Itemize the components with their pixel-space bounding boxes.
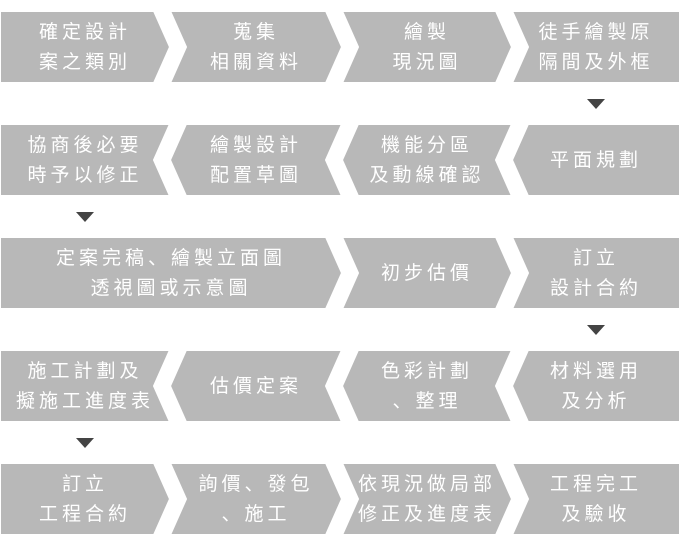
chevron-shape — [170, 11, 342, 83]
chevron-fill — [342, 237, 512, 309]
chevron-fill — [170, 350, 342, 422]
chevron-shape — [512, 124, 680, 196]
chevron-fill — [170, 11, 342, 83]
chevron-fill — [342, 463, 512, 535]
step-determine-design-category: 確定設計 案之類別 — [0, 11, 170, 83]
chevron-shape — [342, 11, 512, 83]
chevron-fill — [0, 463, 170, 535]
chevron-fill — [512, 463, 680, 535]
step-sketch-partition-frame: 徒手繪製原 隔間及外框 — [512, 11, 680, 83]
down-arrow-icon — [587, 99, 605, 109]
chevron-shape — [0, 11, 170, 83]
chevron-shape — [512, 350, 680, 422]
step-draw-current-plan: 繪製 現況圖 — [342, 11, 512, 83]
chevron-shape — [170, 463, 342, 535]
step-site-adjustments: 依現況做局部 修正及進度表 — [342, 463, 512, 535]
chevron-fill — [342, 124, 512, 196]
chevron-shape — [342, 350, 512, 422]
step-draw-layout-sketch: 繪製設計 配置草圖 — [170, 124, 342, 196]
chevron-shape — [342, 463, 512, 535]
chevron-fill — [342, 11, 512, 83]
step-material-selection: 材料選用 及分析 — [512, 350, 680, 422]
chevron-fill — [512, 350, 680, 422]
step-finalize-estimate: 估價定案 — [170, 350, 342, 422]
chevron-fill — [342, 350, 512, 422]
step-finalize-elevations: 定案完稿、繪製立面圖 透視圖或示意圖 — [0, 237, 342, 309]
chevron-fill — [170, 124, 342, 196]
chevron-fill — [170, 463, 342, 535]
down-arrow-icon — [587, 325, 605, 335]
chevron-fill — [512, 11, 680, 83]
step-zoning-circulation: 機能分區 及動線確認 — [342, 124, 512, 196]
step-preliminary-estimate: 初步估價 — [342, 237, 512, 309]
chevron-fill — [0, 11, 170, 83]
chevron-shape — [0, 463, 170, 535]
chevron-fill — [512, 237, 680, 309]
chevron-shape — [512, 11, 680, 83]
step-revise-after-negotiation: 協商後必要 時予以修正 — [0, 124, 170, 196]
chevron-fill — [0, 237, 342, 309]
step-collect-data: 蒐集 相關資料 — [170, 11, 342, 83]
chevron-shape — [170, 124, 342, 196]
step-completion-inspection: 工程完工 及驗收 — [512, 463, 680, 535]
chevron-shape — [0, 350, 170, 422]
step-sign-design-contract: 訂立 設計合約 — [512, 237, 680, 309]
chevron-shape — [342, 237, 512, 309]
step-sign-construction-contract: 訂立 工程合約 — [0, 463, 170, 535]
chevron-shape — [0, 124, 170, 196]
down-arrow-icon — [76, 212, 94, 222]
chevron-shape — [342, 124, 512, 196]
chevron-shape — [512, 463, 680, 535]
chevron-fill — [512, 124, 680, 196]
chevron-fill — [0, 350, 170, 422]
chevron-fill — [0, 124, 170, 196]
chevron-shape — [512, 237, 680, 309]
chevron-shape — [0, 237, 342, 309]
step-floor-planning: 平面規劃 — [512, 124, 680, 196]
step-color-planning: 色彩計劃 、整理 — [342, 350, 512, 422]
step-construction-plan-schedule: 施工計劃及 擬施工進度表 — [0, 350, 170, 422]
down-arrow-icon — [76, 438, 94, 448]
step-tender-construction: 詢價、發包 、施工 — [170, 463, 342, 535]
chevron-shape — [170, 350, 342, 422]
